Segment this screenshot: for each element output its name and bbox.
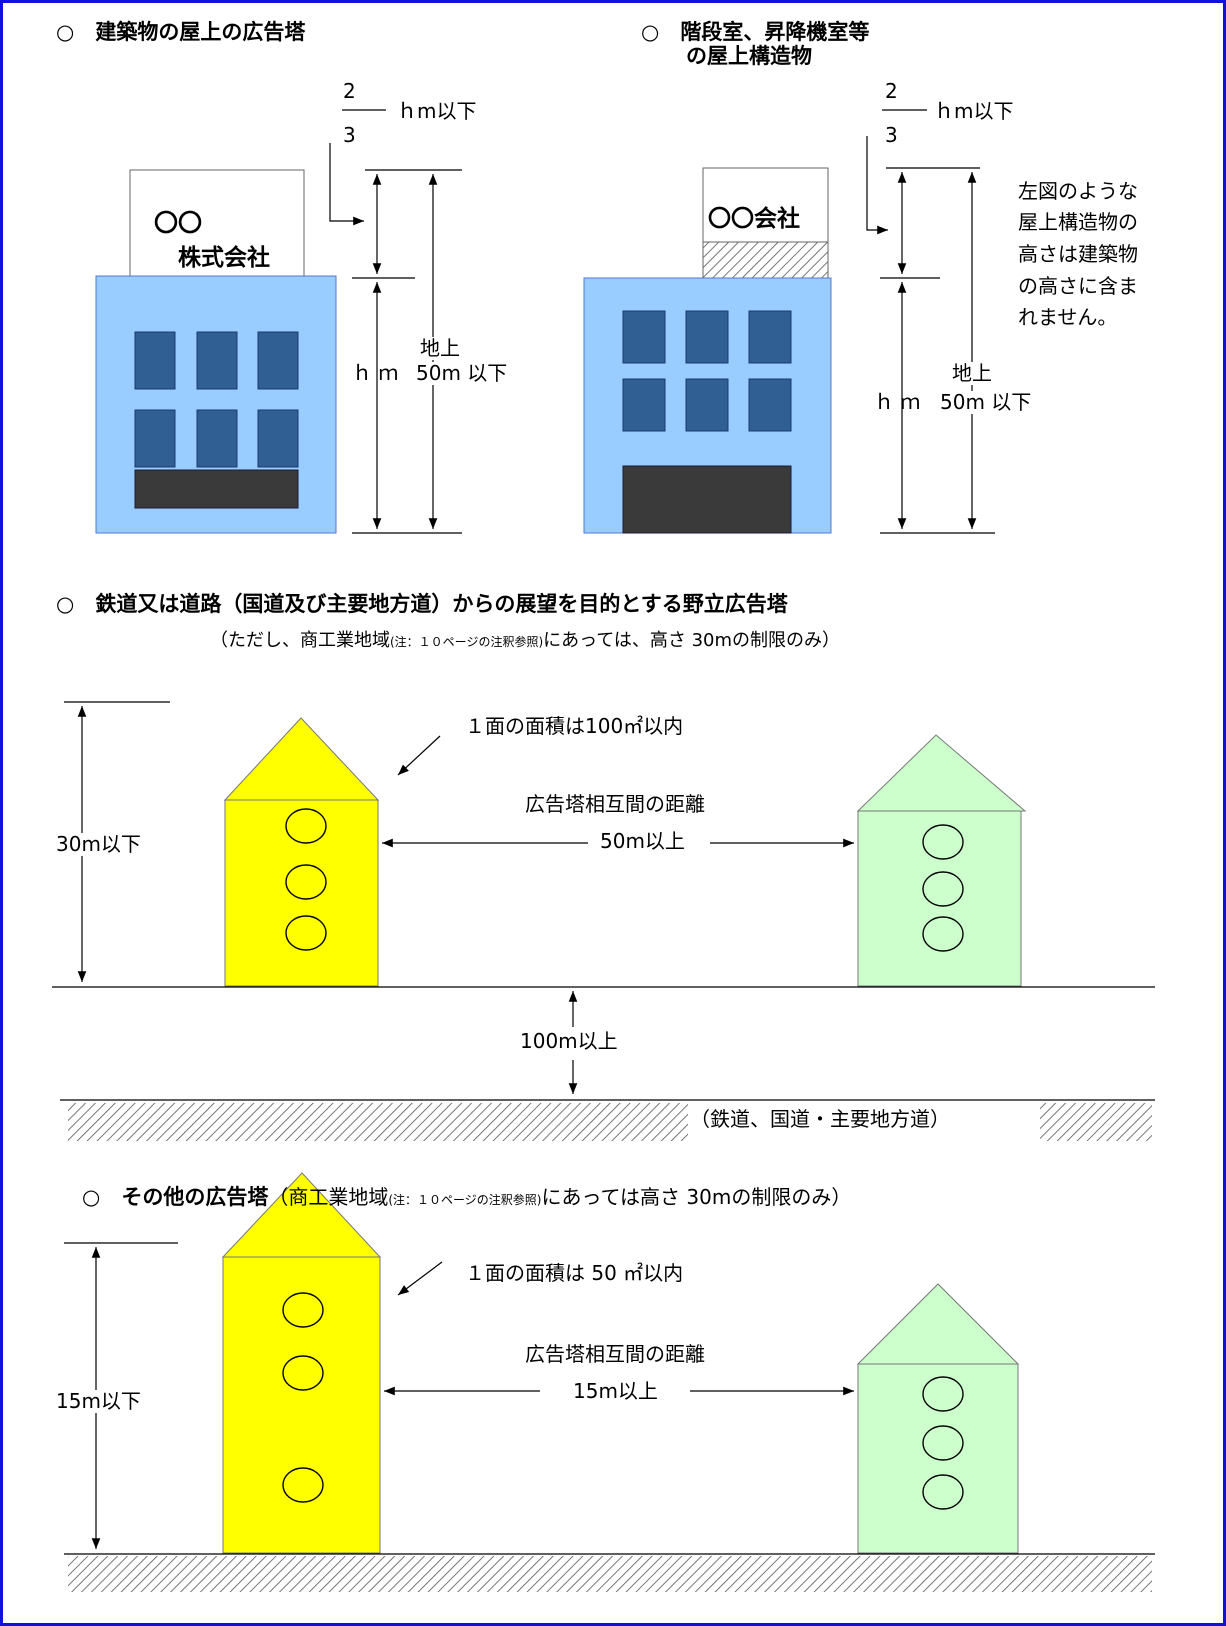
tower-roof-yellow — [223, 717, 380, 801]
section2-title-1: ○ 階段室、昇降機室等 — [641, 20, 870, 44]
ground-label-2: 50m 以下 — [416, 361, 508, 385]
note-line-3: 高さは建築物 — [1018, 242, 1138, 266]
distance-value-15m: 15m以上 — [573, 1379, 658, 1403]
road-label: （鉄道、国道・主要地方道） — [690, 1107, 950, 1131]
section3-title: ○ 鉄道又は道路（国道及び主要地方道）からの展望を目的とする野立広告塔 — [56, 592, 788, 616]
section2-title-2: の屋上構造物 — [686, 44, 812, 68]
window-grid — [622, 310, 792, 432]
tower-circles — [282, 1292, 324, 1503]
setback-label-100m: 100m以上 — [520, 1029, 618, 1053]
tower-body-yellow — [224, 799, 379, 987]
fraction-unit: ｈm以下 — [397, 99, 477, 123]
note-line-5: れません。 — [1018, 305, 1118, 329]
dimension-lines-3 — [52, 701, 1155, 1101]
section4-sub-note: (注：１０ページの注釈参照) — [388, 1193, 542, 1207]
section4-sub-a: （商工業地域 — [268, 1185, 389, 1209]
height-label-30m: 30m以下 — [56, 832, 141, 856]
section3-sub-a: （ただし、商工業地域 — [210, 630, 390, 651]
railway-road-hatch-left — [68, 1103, 688, 1141]
section4-title-line: ○ その他の広告塔（商工業地域(注：１０ページの注釈参照)にあっては高さ 30m… — [82, 1185, 851, 1209]
section4-title: ○ その他の広告塔 — [82, 1185, 269, 1209]
tower-roof-green — [856, 734, 1027, 812]
tower-pair-30m — [223, 717, 1027, 987]
h-label: ｈ ｍ — [874, 390, 921, 414]
area-label-50: １面の面積は 50 ㎡以内 — [465, 1261, 684, 1285]
sign-line2: 株式会社 — [178, 245, 270, 271]
dimension-lines-1 — [329, 109, 462, 534]
distance-label: 広告塔相互間の距離 — [525, 1342, 705, 1366]
area-label-100: １面の面積は100㎡以内 — [465, 714, 684, 738]
tower-pair-15m — [221, 1172, 1020, 1554]
fraction-denominator: 3 — [885, 123, 898, 147]
tower-body-yellow — [222, 1256, 381, 1554]
tower-circles — [922, 824, 964, 952]
note-line-1: 左図のような — [1018, 179, 1138, 203]
tower-circles — [922, 1376, 964, 1510]
railway-road-hatch-right — [1040, 1103, 1152, 1141]
tower-circles — [285, 808, 327, 951]
ground-label-1: 地上 — [952, 361, 992, 385]
height-label-15m: 15m以下 — [56, 1389, 141, 1413]
distance-value-50m: 50m以上 — [600, 829, 685, 853]
fraction-numerator: 2 — [343, 79, 356, 103]
section4-sub-b: にあっては高さ 30mの制限のみ） — [541, 1185, 852, 1209]
building-1 — [95, 169, 337, 534]
tower-body-green — [857, 810, 1022, 987]
h-label: ｈ ｍ — [352, 361, 399, 385]
note-line-4: の高さに含ま — [1018, 274, 1138, 298]
section3-sub-note: (注：１０ページの注釈参照) — [390, 635, 544, 649]
fraction-unit: ｈm以下 — [934, 99, 1014, 123]
window-grid — [134, 331, 299, 468]
tower-body-green — [857, 1363, 1019, 1554]
rooftop-sign: 〇〇会社 — [708, 206, 800, 232]
ground-hatch — [68, 1556, 1152, 1592]
distance-label: 広告塔相互間の距離 — [525, 792, 705, 816]
building-2 — [583, 167, 832, 534]
penthouse-hatched — [702, 241, 829, 279]
entrance-door — [134, 469, 299, 509]
ground-label-1: 地上 — [420, 336, 460, 360]
sign-line1: 〇〇 — [154, 209, 202, 237]
entrance-door — [622, 465, 792, 534]
rooftop-structure — [702, 167, 829, 243]
tower-roof-green — [856, 1283, 1020, 1365]
section3-subtitle: （ただし、商工業地域(注：１０ページの注釈参照)にあっては、高さ 30mの制限の… — [210, 630, 841, 652]
note-line-2: 屋上構造物の — [1018, 210, 1138, 234]
dimension-lines-2 — [866, 109, 995, 534]
section3-sub-b: にあっては、高さ 30mの制限のみ） — [543, 630, 841, 651]
rooftop-sign-board — [129, 169, 305, 277]
ground-label-2: 50m 以下 — [940, 390, 1032, 414]
fraction-numerator: 2 — [885, 79, 898, 103]
fraction-denominator: 3 — [343, 123, 356, 147]
section1-title: ○ 建築物の屋上の広告塔 — [56, 20, 306, 44]
